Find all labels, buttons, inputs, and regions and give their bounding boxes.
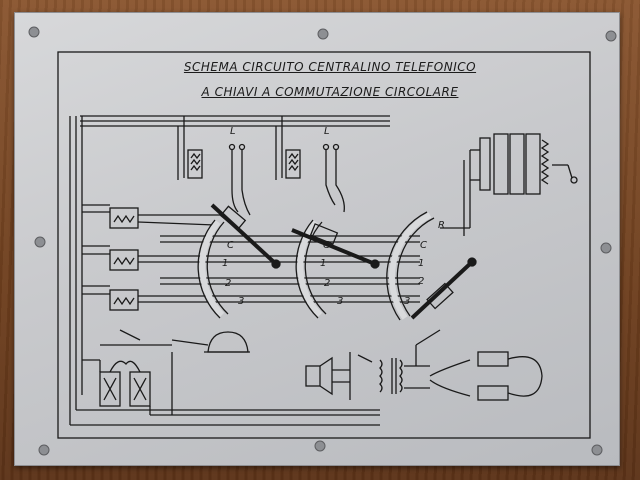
screw-icon: [591, 444, 603, 456]
top-bus-lines: [80, 115, 390, 127]
magneto-generator-icon: [440, 133, 578, 236]
induction-coil-icon: [379, 329, 441, 394]
screw-icon: [600, 242, 612, 254]
switch-2-contact-1: 1: [320, 258, 327, 269]
indicator-drops: [109, 207, 139, 311]
diagram-border: [57, 51, 591, 439]
switch-1-contact-c: C: [227, 240, 234, 251]
diagram-title-line-2: A CHIAVI A COMMUTAZIONE CIRCOLARE: [201, 85, 459, 99]
rotary-switch-2: [291, 219, 380, 319]
battery-icon: [82, 359, 151, 407]
switch-1-contact-1: 1: [222, 258, 229, 269]
screw-icon: [314, 440, 326, 452]
diagram-title-line-1: SCHEMA CIRCUITO CENTRALINO TELEFONICO: [183, 60, 477, 74]
bell-icon: [100, 329, 250, 415]
left-vertical-lines: [69, 116, 83, 425]
headset-icon: [429, 351, 543, 401]
screws: [28, 26, 617, 456]
signal-lines: [82, 204, 420, 303]
screw-icon: [317, 28, 329, 40]
bell-drop-circuit-2: [275, 116, 301, 180]
bell-drop-circuit-1: [177, 116, 203, 180]
screw-icon: [34, 236, 46, 248]
line-terminals-2: [322, 143, 345, 213]
switch-3-contact-r: R: [438, 220, 445, 231]
line-label-2: L: [324, 126, 330, 137]
bottom-wiring: [70, 406, 380, 426]
transmitter-icon: [305, 352, 373, 400]
switch-3-contact-3: 3: [404, 296, 411, 307]
switch-2-contact-2: 2: [324, 278, 331, 289]
switch-3-contact-c: C: [420, 240, 427, 251]
screw-icon: [605, 30, 617, 42]
line-terminals-1: [228, 143, 251, 216]
rotary-switch-1: [197, 203, 281, 319]
switch-3-contact-1: 1: [418, 258, 425, 269]
switch-2-contact-3: 3: [337, 296, 344, 307]
switch-2-contact-c: C: [323, 240, 330, 251]
line-label-1: L: [230, 126, 236, 137]
rotary-switch-3: [386, 211, 477, 321]
switch-3-contact-2: 2: [418, 276, 425, 287]
screw-icon: [28, 26, 40, 38]
switch-1-contact-2: 2: [225, 278, 232, 289]
switch-1-contact-3: 3: [238, 296, 245, 307]
screw-icon: [38, 444, 50, 456]
